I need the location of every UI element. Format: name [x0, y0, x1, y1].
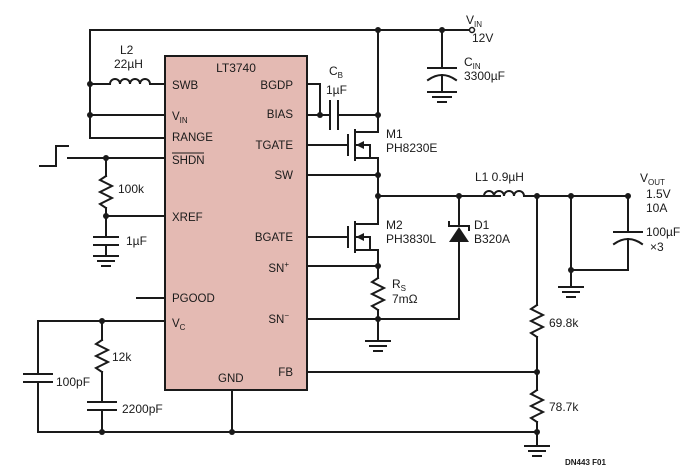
c100p-value: 100pF	[56, 375, 90, 389]
cout-value: 100µF	[646, 225, 680, 239]
pin-gnd: GND	[218, 373, 244, 385]
vout-current: 10A	[646, 201, 667, 215]
cb-value: 1µF	[326, 83, 347, 97]
pin-tgate: TGATE	[256, 140, 294, 152]
d1-part: B320A	[474, 232, 510, 246]
vin-rail	[87, 26, 476, 139]
pin-pgood: PGOOD	[172, 293, 215, 305]
d1-ref: D1	[474, 218, 490, 232]
mosfet-m2	[306, 221, 379, 279]
vin-label: VIN	[466, 13, 482, 29]
m2-ref: M2	[386, 218, 403, 232]
c1u-value: 1µF	[126, 234, 147, 248]
pin-bgdp: BGDP	[260, 80, 293, 92]
r12k-value: 12k	[112, 350, 132, 364]
vout-label: VOUT	[640, 171, 665, 187]
lt3740-chip	[164, 55, 308, 391]
shdn-source	[39, 145, 166, 167]
resistor-rs	[306, 263, 460, 352]
capacitor-cout	[558, 195, 644, 298]
inductor-l2	[108, 78, 152, 86]
m1-part: PH8230E	[386, 141, 437, 155]
cb-ref: CB	[329, 64, 343, 80]
inductor-l1	[482, 190, 526, 198]
pin-swb: SWB	[172, 80, 199, 92]
pin-bgate: BGATE	[255, 232, 293, 244]
xref-network	[93, 157, 166, 267]
sw-node	[306, 172, 501, 225]
pin-snm: SN−	[268, 311, 289, 326]
l2-ref: L2	[120, 43, 134, 57]
diode-d1	[448, 195, 470, 320]
pin-snp: SN+	[268, 260, 289, 275]
pin-fb: FB	[278, 367, 293, 379]
rs-value: 7mΩ	[392, 292, 418, 306]
vin-value: 12V	[472, 31, 493, 45]
pin-bias: BIAS	[267, 109, 294, 121]
cin-ref: CIN	[464, 55, 481, 71]
cout-count: ×3	[650, 240, 664, 254]
rs-ref: RS	[392, 277, 406, 293]
vc-compensation	[23, 318, 540, 435]
figure-id: DN443 F01	[565, 458, 606, 467]
cin-value: 3300µF	[464, 69, 505, 83]
pin-range: RANGE	[172, 132, 213, 144]
l2-value: 22µH	[114, 57, 143, 71]
m1-ref: M1	[386, 127, 403, 141]
r69-value: 69.8k	[549, 316, 579, 330]
pin-sw: SW	[274, 170, 293, 182]
r78-value: 78.7k	[549, 400, 579, 414]
chip-name: LT3740	[216, 61, 256, 75]
c2200p-value: 2200pF	[122, 402, 163, 416]
mosfet-m1	[306, 129, 379, 197]
capacitor-cin	[426, 29, 458, 103]
pin-vc: VC	[172, 318, 186, 332]
pin-shdn: SHDN	[172, 155, 205, 167]
pin-xref: XREF	[172, 212, 203, 224]
m2-part: PH3830L	[386, 232, 436, 246]
l1-label: L1 0.9µH	[475, 170, 524, 184]
vout-voltage: 1.5V	[646, 187, 671, 201]
r100k-value: 100k	[118, 182, 145, 196]
pin-vin: VIN	[172, 111, 188, 125]
